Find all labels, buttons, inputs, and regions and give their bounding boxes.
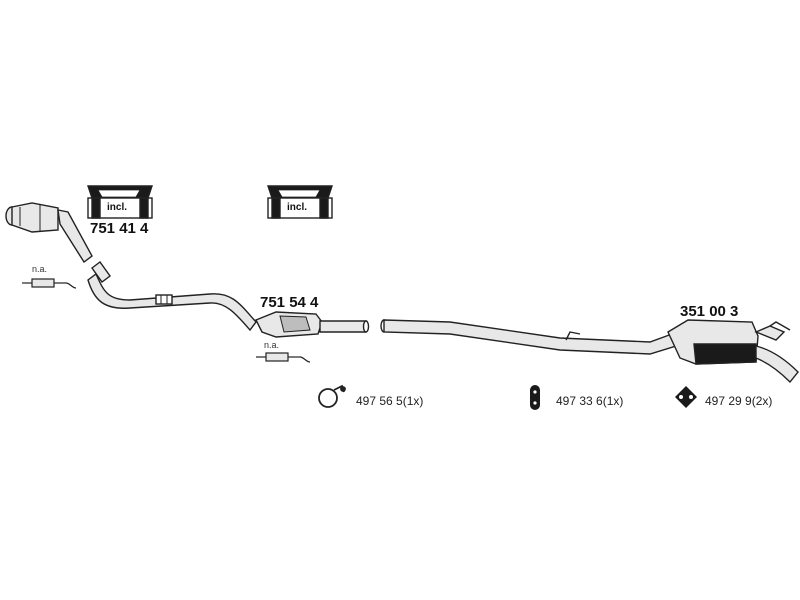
rear-silencer — [667, 319, 799, 384]
lambda-sensor-2 — [256, 352, 311, 363]
kit-box-1 — [87, 185, 153, 219]
kit-box-label: incl. — [287, 202, 308, 213]
accessory-label-rubber-mount: 497 33 6(1x) — [556, 394, 624, 408]
sensor-na-label: n.a. — [32, 264, 48, 274]
rubber-ring-icon — [675, 386, 697, 408]
part-number-rear-silencer: 351 00 3 — [680, 303, 739, 320]
front-pipe — [87, 261, 257, 332]
rubber-mount-icon — [530, 385, 540, 410]
lambda-sensor-1 — [22, 278, 77, 289]
kit-box-label: incl. — [107, 202, 128, 213]
accessory-label-rubber-ring: 497 29 9(2x) — [705, 394, 773, 408]
sensor-na-label: n.a. — [264, 340, 280, 350]
part-number-front-pipe: 751 41 4 — [90, 220, 149, 237]
clamp-icon — [318, 384, 346, 408]
middle-pipe — [380, 319, 677, 355]
middle-catalytic-converter — [255, 311, 370, 338]
part-number-middle-cat: 751 54 4 — [260, 294, 319, 311]
accessory-label-clamp: 497 56 5(1x) — [356, 394, 424, 408]
kit-box-2 — [267, 185, 333, 219]
front-catalytic-converter — [5, 202, 93, 264]
